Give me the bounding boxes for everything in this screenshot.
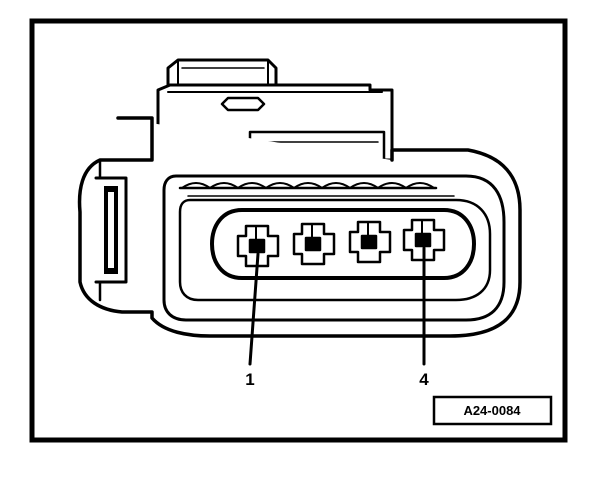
pin-socket-oval — [210, 208, 476, 280]
pin-terminal-3 — [348, 220, 392, 264]
lock-window — [220, 96, 266, 112]
leader-line-pin-1 — [248, 252, 260, 366]
callout-pin-4: 4 — [419, 370, 429, 389]
figure-reference-label: A24-0084 — [463, 403, 521, 418]
figure-reference-box — [432, 395, 553, 426]
pin-terminal-1 — [236, 224, 280, 268]
callout-pin-1: 1 — [245, 370, 254, 389]
pin-terminal-4 — [402, 218, 446, 262]
top-ribbing — [181, 182, 435, 189]
connector-housing-illustration — [77, 58, 522, 366]
pin-terminal-2 — [292, 222, 336, 266]
